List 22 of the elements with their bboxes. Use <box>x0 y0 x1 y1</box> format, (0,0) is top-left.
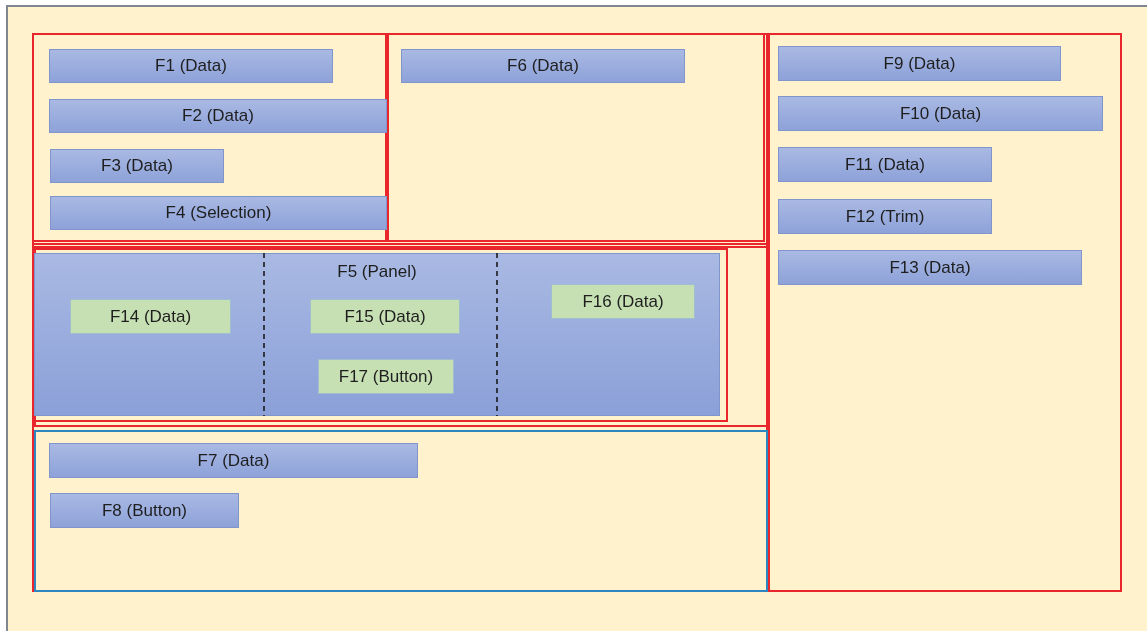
field-bar: F7 (Data) <box>49 443 418 478</box>
field-bar: F2 (Data) <box>49 99 387 133</box>
field-bar: F9 (Data) <box>778 46 1061 81</box>
field-bar: F3 (Data) <box>50 149 224 183</box>
field-bar: F17 (Button) <box>318 359 454 394</box>
section-frame <box>32 33 387 242</box>
field-bar: F10 (Data) <box>778 96 1103 131</box>
field-bar: F4 (Selection) <box>50 196 387 230</box>
section-frame <box>32 33 768 592</box>
field-bar: F15 (Data) <box>310 299 460 334</box>
section-frame <box>34 430 768 592</box>
field-bar: F6 (Data) <box>401 49 685 83</box>
section-frame <box>387 33 765 242</box>
field-bar: F13 (Data) <box>778 250 1082 285</box>
field-bar: F16 (Data) <box>551 284 695 319</box>
field-bar: F12 (Trim) <box>778 199 992 234</box>
panel-title: F5 (Panel) <box>337 262 417 282</box>
section-frame <box>768 33 1122 592</box>
field-bar: F8 (Button) <box>50 493 239 528</box>
field-bar: F1 (Data) <box>49 49 333 83</box>
field-bar: F14 (Data) <box>70 299 231 334</box>
field-bar: F11 (Data) <box>778 147 992 182</box>
